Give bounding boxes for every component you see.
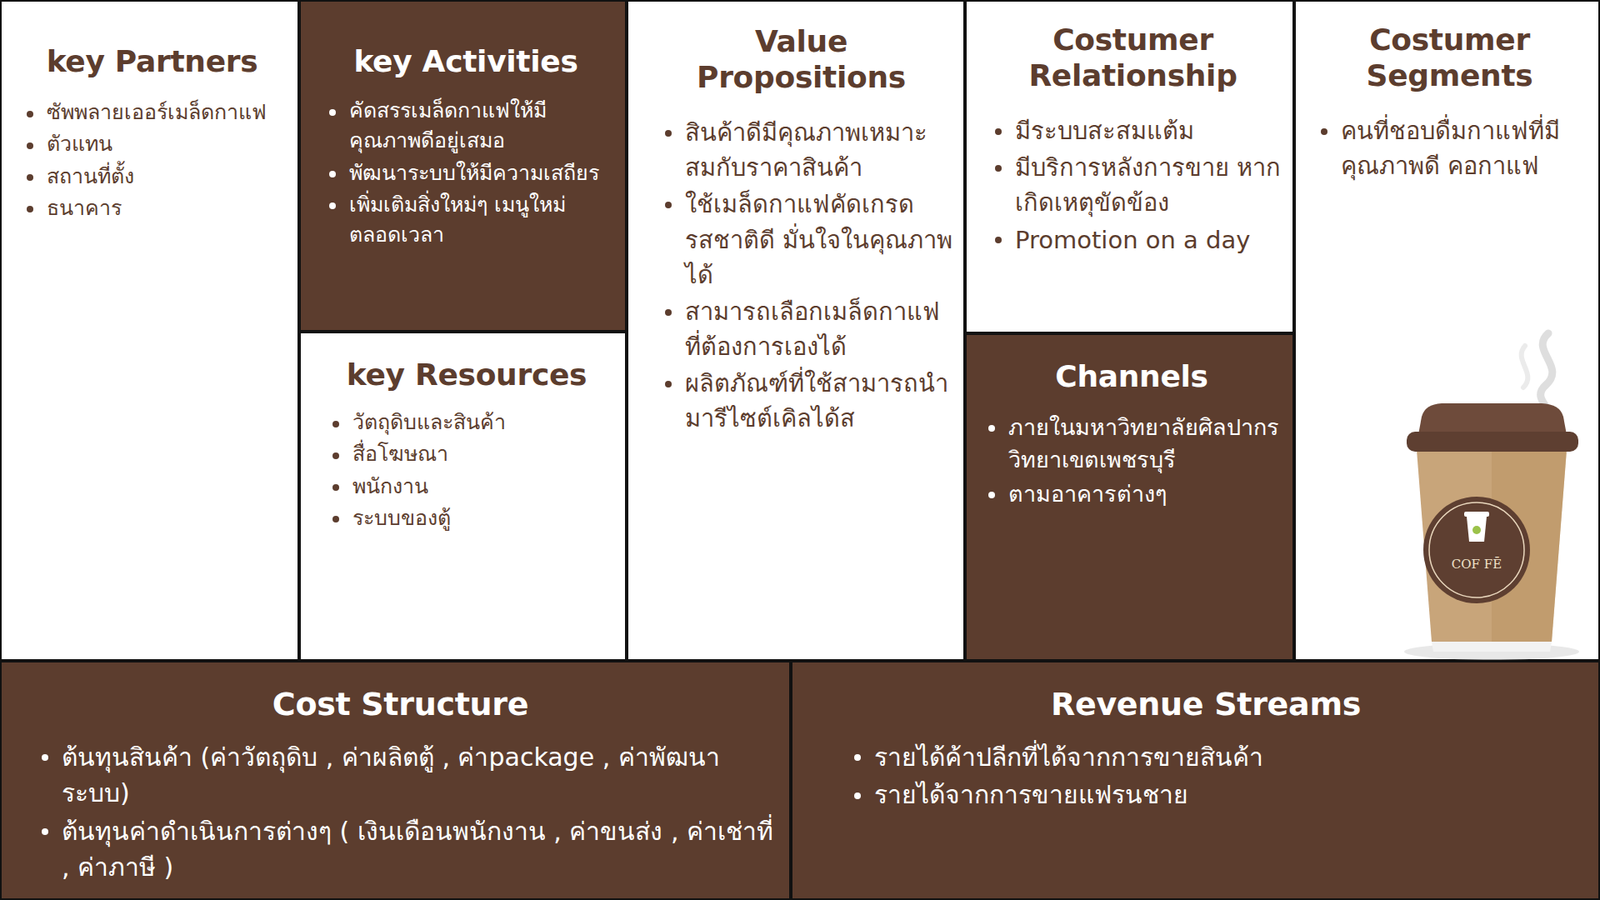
logo-text: COF FĒ: [1435, 556, 1519, 572]
block-heading: Costumer Relationship: [983, 21, 1283, 94]
canvas-block: Costumer Relationship มีระบบสะสมแต้มมีบริ…: [965, 0, 1295, 334]
bullet-item: Promotion on a day: [990, 222, 1283, 258]
panel-ground: [626, 0, 965, 661]
bullet-item: คัดสรรเมล็ดกาแฟให้มี คุณภาพดีอยู่เสมอ: [324, 95, 614, 157]
bullet-item: เพิ่มเติมสิ่งใหม่ๆ เมนูใหม่ ตลอดเวลา: [324, 190, 614, 251]
bullet-item: ธนาคาร: [21, 193, 288, 224]
bullet-item: พนักงาน: [327, 471, 614, 502]
bullet-item: ภายในมหาวิทยาลัยศิลปากร วิทยาเขตเพชรบุรี: [983, 410, 1285, 476]
bullet-item: สถานที่ตั้ง: [21, 161, 288, 192]
bullet-item: ระบบของตู้: [327, 503, 614, 534]
bullet-list: สินค้าดีมีคุณภาพเหมาะ สมกับราคาสินค้าใช้…: [660, 115, 954, 435]
block-heading: Value Propositions: [649, 23, 954, 95]
bullet-item: มีระบบสะสมแต้ม: [990, 113, 1283, 149]
bullet-item: วัตถุดิบและสินค้า: [327, 407, 614, 438]
bullet-item: สื่อโฆษณา: [327, 439, 614, 470]
bullet-list: ภายในมหาวิทยาลัยศิลปากร วิทยาเขตเพชรบุรี…: [983, 410, 1285, 510]
bullet-list: รายได้ค้าปลีกที่ได้จากการขายสินค้ารายได้…: [849, 739, 1584, 814]
block-heading: key Resources: [320, 356, 614, 393]
block-heading: Revenue Streams: [828, 685, 1584, 725]
canvas-block: key Resources วัตถุดิบและสินค้าสื่อโฆษณาพ…: [299, 331, 627, 661]
bullet-list: วัตถุดิบและสินค้าสื่อโฆษณาพนักงานระบบของ…: [327, 407, 614, 534]
bullet-item: ซัพพลายเออร์เมล็ดกาแฟ: [21, 97, 288, 128]
block-heading: Cost Structure: [26, 685, 775, 725]
bullet-item: ต้นทุนสินค้า (ค่าวัตถุดิบ , ค่าผลิตตู้ ,…: [36, 739, 775, 812]
canvas-block: key Activities คัดสรรเมล็ดกาแฟให้มี คุณภา…: [299, 0, 627, 332]
canvas-block: Cost Structure ต้นทุนสินค้า (ค่าวัตถุดิบ …: [0, 660, 791, 900]
bullet-list: คนที่ชอบดื่มกาแฟที่มี คุณภาพดี คอกาแฟ: [1315, 113, 1589, 184]
bullet-item: ต้นทุนค่าดำเนินการต่างๆ ( เงินเดือนพนักง…: [36, 813, 775, 886]
bullet-item: ตัวแทน: [21, 129, 288, 160]
bullet-item: ใช้เมล็ดกาแฟคัดเกรด รสชาติดี มั่นใจในคุณ…: [660, 186, 954, 292]
bullet-item: คนที่ชอบดื่มกาแฟที่มี คุณภาพดี คอกาแฟ: [1315, 113, 1589, 184]
canvas-block: Revenue Streams รายได้ค้าปลีกที่ได้จากการ…: [790, 660, 1600, 900]
bullet-item: ผลิตภัณฑ์ที่ใช้สามารถนำ มารีไซต์เคิลได้ส: [660, 365, 954, 436]
canvas-block: Costumer Segments คนที่ชอบดื่มกาแฟที่มี ค…: [1294, 0, 1600, 661]
bullet-item: ตามอาคารต่างๆ: [983, 477, 1285, 510]
block-heading: key Partners: [16, 43, 288, 80]
bullet-list: คัดสรรเมล็ดกาแฟให้มี คุณภาพดีอยู่เสมอพัฒ…: [324, 95, 614, 250]
bullet-item: มีบริการหลังการขาย หากเกิดเหตุขัดข้อง: [990, 150, 1283, 220]
bullet-item: รายได้จากการขายแฟรนชาย: [849, 776, 1584, 814]
panel-ground: [0, 0, 300, 661]
canvas-block: Value Propositions สินค้าดีมีคุณภาพเหมาะ …: [626, 0, 965, 661]
canvas-block: Channels ภายในมหาวิทยาลัยศิลปากร วิทยาเขต…: [965, 333, 1295, 661]
bullet-list: ซัพพลายเออร์เมล็ดกาแฟตัวแทนสถานที่ตั้งธน…: [21, 97, 288, 224]
bullet-item: สินค้าดีมีคุณภาพเหมาะ สมกับราคาสินค้า: [660, 115, 954, 185]
bullet-item: รายได้ค้าปลีกที่ได้จากการขายสินค้า: [849, 739, 1584, 776]
bullet-list: ต้นทุนสินค้า (ค่าวัตถุดิบ , ค่าผลิตตู้ ,…: [36, 739, 775, 886]
canvas-block: key Partners ซัพพลายเออร์เมล็ดกาแฟตัวแทนส…: [0, 0, 300, 661]
block-heading: Costumer Segments: [1310, 21, 1589, 94]
block-heading: Channels: [979, 358, 1285, 395]
bullet-item: พัฒนาระบบให้มีความเสถียร: [324, 158, 614, 189]
block-heading: key Activities: [318, 43, 614, 80]
bullet-item: สามารถเลือกเมล็ดกาแฟ ที่ต้องการเองได้: [660, 294, 954, 365]
bullet-list: มีระบบสะสมแต้มมีบริการหลังการขาย หากเกิด…: [990, 113, 1283, 257]
